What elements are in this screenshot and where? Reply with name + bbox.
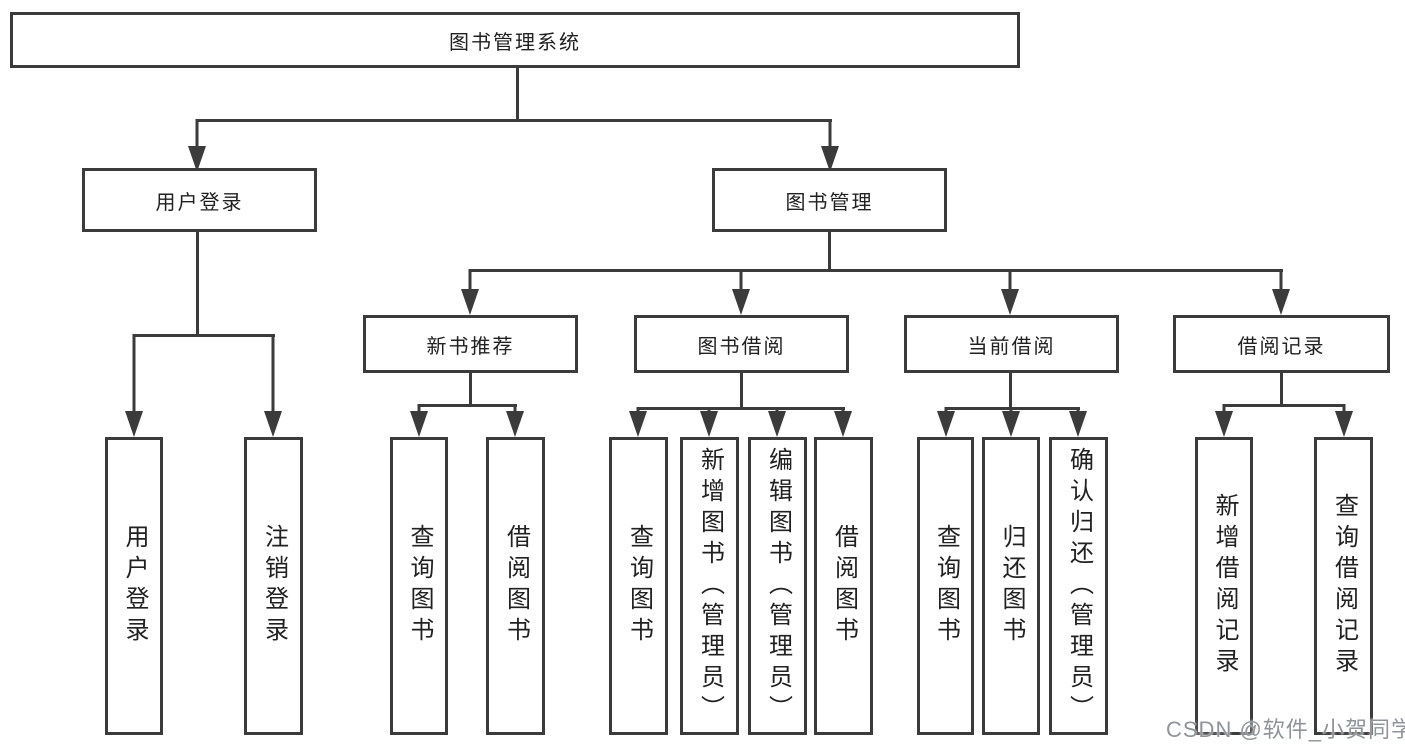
node-new-book-recommendation: 新书推荐	[363, 315, 578, 373]
connector-recommend-stem	[469, 372, 472, 407]
leaf-current-confirm-return-admin: 确认归还（管理员）	[1049, 437, 1108, 735]
arrow-records-query-icon	[1335, 404, 1353, 437]
connector-borrowing-stem	[740, 372, 743, 410]
arrow-borrowing-add-icon	[700, 407, 718, 437]
arrow-to-book-management-icon	[821, 119, 839, 172]
leaf-recommend-borrow-books: 借阅图书	[486, 437, 545, 735]
arrow-to-borrowing-records-icon	[1272, 269, 1290, 315]
leaf-user-login: 用户登录	[105, 437, 163, 735]
node-book-borrowing: 图书借阅	[634, 315, 849, 373]
leaf-logout: 注销登录	[244, 437, 303, 735]
node-book-management: 图书管理	[712, 168, 947, 232]
csdn-watermark: CSDN @软件_小贺同学	[1166, 717, 1405, 742]
arrow-to-current-borrowing-icon	[1001, 269, 1019, 315]
node-borrowing-records: 借阅记录	[1173, 315, 1390, 373]
arrow-records-add-icon	[1215, 404, 1233, 437]
arrow-current-return-icon	[1002, 407, 1020, 437]
node-current-borrowing: 当前借阅	[904, 315, 1119, 373]
node-library-system: 图书管理系统	[10, 12, 1020, 68]
connector-book-mgmt-bus	[469, 269, 1283, 272]
leaf-recommend-query-books: 查询图书	[390, 437, 448, 735]
arrow-borrowing-edit-icon	[768, 407, 786, 437]
leaf-records-add-record: 新增借阅记录	[1195, 437, 1253, 735]
connector-user-login-bus	[133, 334, 275, 337]
arrow-to-book-borrowing-icon	[732, 269, 750, 315]
leaf-borrowing-borrow-books: 借阅图书	[814, 437, 873, 735]
connector-root-stem	[516, 66, 519, 122]
connector-records-bus	[1224, 404, 1345, 407]
leaf-current-query-books: 查询图书	[917, 437, 974, 735]
leaf-records-query-record: 查询借阅记录	[1314, 437, 1373, 735]
arrow-recommend-borrow-icon	[506, 404, 524, 437]
arrow-to-leaf-logout-icon	[264, 334, 282, 437]
leaf-current-return-books: 归还图书	[982, 437, 1040, 735]
node-user-login: 用户登录	[82, 168, 317, 232]
connector-recommend-bus	[418, 404, 517, 407]
arrow-to-new-book-recommendation-icon	[461, 269, 479, 315]
arrow-current-query-icon	[937, 407, 955, 437]
arrow-borrowing-query-icon	[629, 407, 647, 437]
connector-current-stem	[1009, 372, 1012, 410]
connector-book-mgmt-stem	[828, 232, 831, 272]
connector-records-stem	[1280, 372, 1283, 407]
connector-user-login-stem	[196, 232, 199, 337]
leaf-borrowing-edit-books-admin: 编辑图书（管理员）	[748, 437, 807, 735]
leaf-borrowing-query-books: 查询图书	[609, 437, 668, 735]
connector-root-bus	[196, 119, 832, 122]
arrow-to-user-login-icon	[188, 119, 206, 172]
connector-borrowing-bus	[637, 407, 845, 410]
arrow-borrowing-borrow-icon	[834, 407, 852, 437]
arrow-current-confirm-icon	[1069, 407, 1087, 437]
leaf-borrowing-add-books-admin: 新增图书（管理员）	[680, 437, 739, 735]
arrow-recommend-query-icon	[410, 404, 428, 437]
arrow-to-leaf-user-login-icon	[125, 334, 143, 437]
